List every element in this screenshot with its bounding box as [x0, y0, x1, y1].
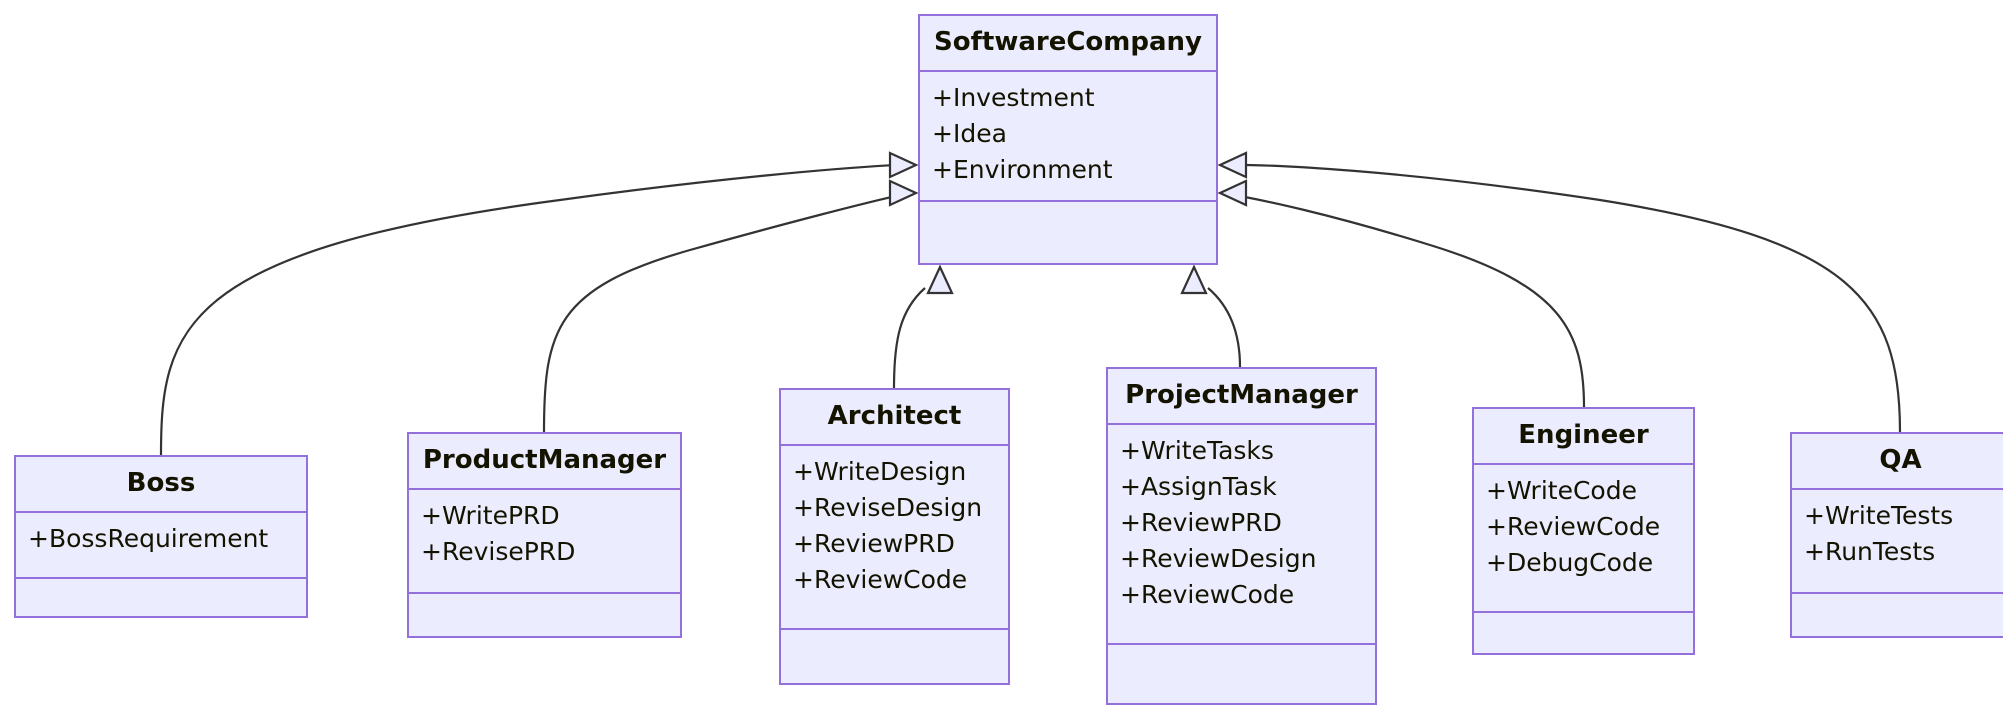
inheritance-arrowhead-projectmanager-to-softwarecompany	[1180, 264, 1208, 295]
class-attribute: +WritePRD	[421, 501, 560, 530]
class-attribute: +WriteTasks	[1120, 436, 1274, 465]
class-title-projectmanager: ProjectManager	[1108, 369, 1375, 425]
class-methods-projectmanager	[1108, 645, 1375, 703]
class-node-qa[interactable]: QA +WriteTests +RunTests	[1790, 432, 2003, 638]
class-attribute: +ReviewPRD	[1120, 508, 1282, 537]
class-attributes-softwarecompany: +Investment +Idea +Environment	[920, 72, 1216, 202]
class-attribute: +BossRequirement	[28, 524, 269, 553]
class-node-projectmanager[interactable]: ProjectManager +WriteTasks +AssignTask +Rev…	[1106, 367, 1377, 705]
inheritance-arrowhead-engineer-to-softwarecompany	[1217, 179, 1248, 207]
class-title-softwarecompany: SoftwareCompany	[920, 16, 1216, 72]
class-attribute: +AssignTask	[1120, 472, 1277, 501]
class-methods-productmanager	[409, 594, 680, 636]
class-attribute: +Environment	[932, 155, 1113, 184]
class-title-architect: Architect	[781, 390, 1008, 446]
class-methods-boss	[16, 579, 306, 616]
class-attribute: +WriteDesign	[793, 457, 967, 486]
class-attributes-boss: +BossRequirement	[16, 513, 306, 579]
inheritance-arrowhead-architect-to-softwarecompany	[926, 264, 954, 295]
class-attributes-qa: +WriteTests +RunTests	[1792, 490, 2003, 594]
class-title-boss: Boss	[16, 457, 306, 513]
class-attributes-projectmanager: +WriteTasks +AssignTask +ReviewPRD +ReviewD…	[1108, 425, 1375, 645]
class-title-engineer: Engineer	[1474, 409, 1693, 465]
class-methods-architect	[781, 630, 1008, 683]
class-attribute: +WriteCode	[1486, 476, 1637, 505]
class-methods-softwarecompany	[920, 202, 1216, 263]
class-attribute: +RunTests	[1804, 537, 1936, 566]
class-attribute: +ReviewDesign	[1120, 544, 1317, 573]
class-attribute: +ReviewCode	[1120, 580, 1295, 609]
class-attributes-architect: +WriteDesign +ReviseDesign +ReviewPRD +Revi…	[781, 446, 1008, 630]
class-node-engineer[interactable]: Engineer +WriteCode +ReviewCode +DebugCode	[1472, 407, 1695, 655]
class-node-productmanager[interactable]: ProductManager +WritePRD +RevisePRD	[407, 432, 682, 638]
class-attribute: +ReviseDesign	[793, 493, 983, 522]
edge-architect-to-softwarecompany	[892, 287, 926, 389]
class-title-productmanager: ProductManager	[409, 434, 680, 490]
class-node-architect[interactable]: Architect +WriteDesign +ReviseDesign +Revie…	[779, 388, 1010, 685]
inheritance-arrowhead-productmanager-to-softwarecompany	[888, 179, 919, 207]
class-attribute: +Investment	[932, 83, 1095, 112]
class-attribute: +ReviewCode	[793, 565, 968, 594]
inheritance-arrowhead-boss-to-softwarecompany	[888, 151, 919, 179]
inheritance-arrowhead-qa-to-softwarecompany	[1217, 151, 1248, 179]
class-attribute: +Idea	[932, 119, 1007, 148]
class-attribute: +ReviewCode	[1486, 512, 1661, 541]
class-attribute: +RevisePRD	[421, 537, 576, 566]
class-methods-qa	[1792, 594, 2003, 636]
class-title-qa: QA	[1792, 434, 2003, 490]
class-attribute: +WriteTests	[1804, 501, 1954, 530]
class-attributes-engineer: +WriteCode +ReviewCode +DebugCode	[1474, 465, 1693, 613]
class-node-boss[interactable]: Boss +BossRequirement	[14, 455, 308, 618]
edge-projectmanager-to-softwarecompany	[1207, 287, 1242, 368]
class-node-softwarecompany[interactable]: SoftwareCompany +Investment +Idea +Environm…	[918, 14, 1218, 265]
class-attributes-productmanager: +WritePRD +RevisePRD	[409, 490, 680, 594]
class-attribute: +DebugCode	[1486, 548, 1654, 577]
class-attribute: +ReviewPRD	[793, 529, 955, 558]
class-methods-engineer	[1474, 613, 1693, 653]
